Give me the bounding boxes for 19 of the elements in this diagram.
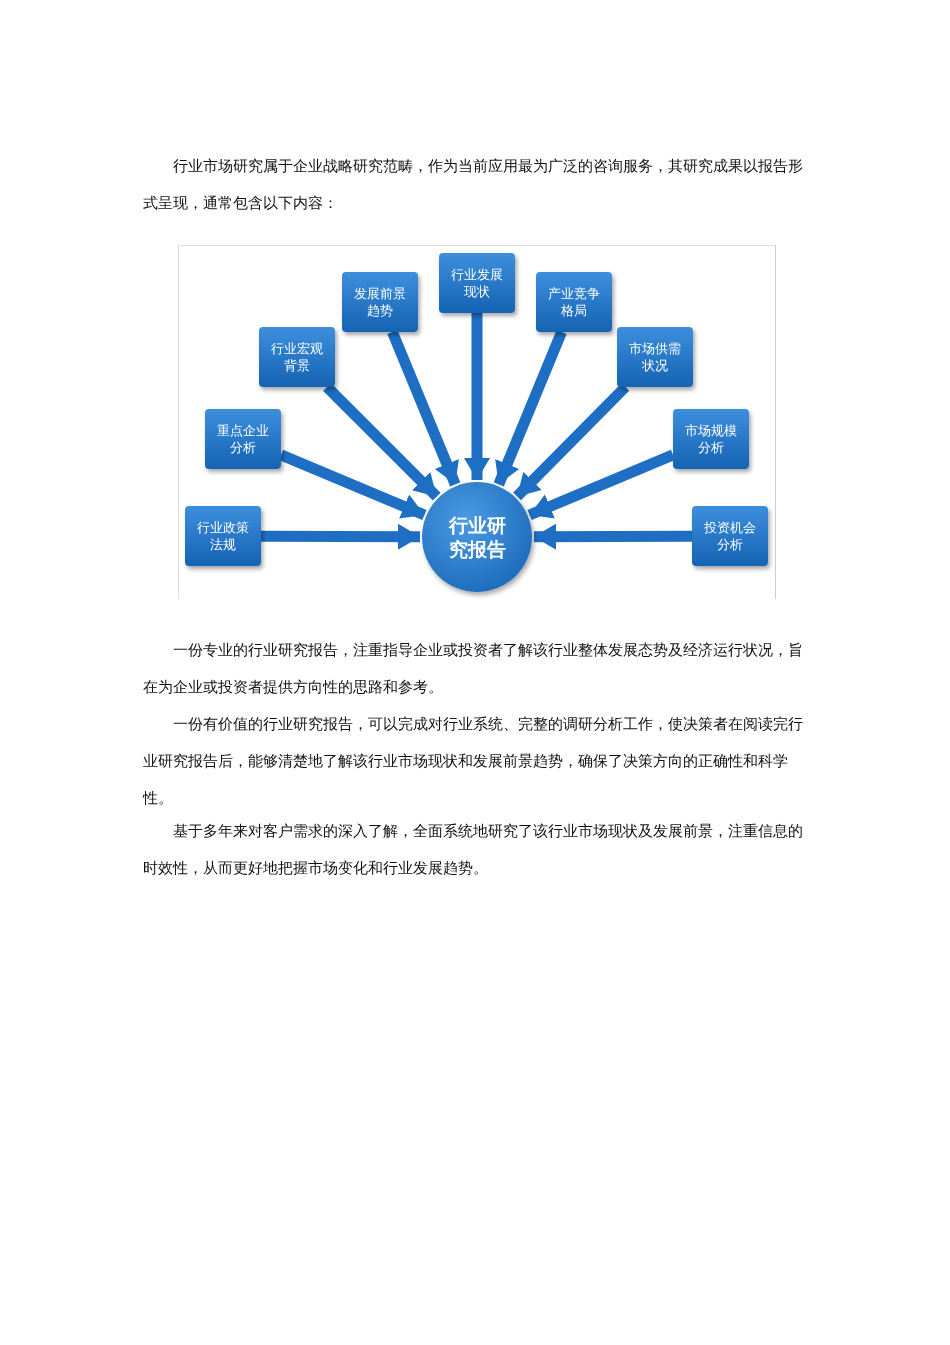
paragraph: 基于多年来对客户需求的深入了解，全面系统地研究了该行业市场现状及发展前景，注重信息的时效性，从而更好地把握市场变化和行业发展趋势。 <box>143 821 804 879</box>
paragraph: 一份专业的行业研究报告，注重指导企业或投资者了解该行业整体发展态势及经济运行状况，旨在为企业或投资者提供方向性的思路和参考。 <box>143 640 804 698</box>
arrow <box>464 313 490 480</box>
arrow <box>493 329 567 487</box>
topic-box: 重点企业分析 <box>205 409 281 469</box>
topic-box: 市场供需状况 <box>617 327 693 387</box>
report-circle: 行业研究报告 <box>422 482 532 592</box>
paragraph: 一份有价值的行业研究报告，可以完成对行业系统、完整的调研分析工作，使决策者在阅读完行业研究报告后，能够清楚地了解该行业市场现状和发展前景趋势，确保了决策方向的正确性和科学性。 <box>143 714 804 809</box>
topic-box: 行业发展现状 <box>439 253 515 313</box>
topic-box: 行业政策法规 <box>185 506 261 566</box>
arrow <box>534 523 692 550</box>
arrow <box>387 329 461 487</box>
topic-box: 投资机会分析 <box>692 506 768 566</box>
topic-box: 发展前景趋势 <box>342 272 418 332</box>
topic-box: 市场规模分析 <box>673 409 749 469</box>
topic-box: 产业竞争格局 <box>536 272 612 332</box>
paragraph: 行业市场研究属于企业战略研究范畴，作为当前应用最为广泛的咨询服务，其研究成果以报告形式呈现，通常包含以下内容： <box>143 156 804 214</box>
topic-box: 行业宏观背景 <box>259 327 335 387</box>
arrow <box>261 523 421 550</box>
